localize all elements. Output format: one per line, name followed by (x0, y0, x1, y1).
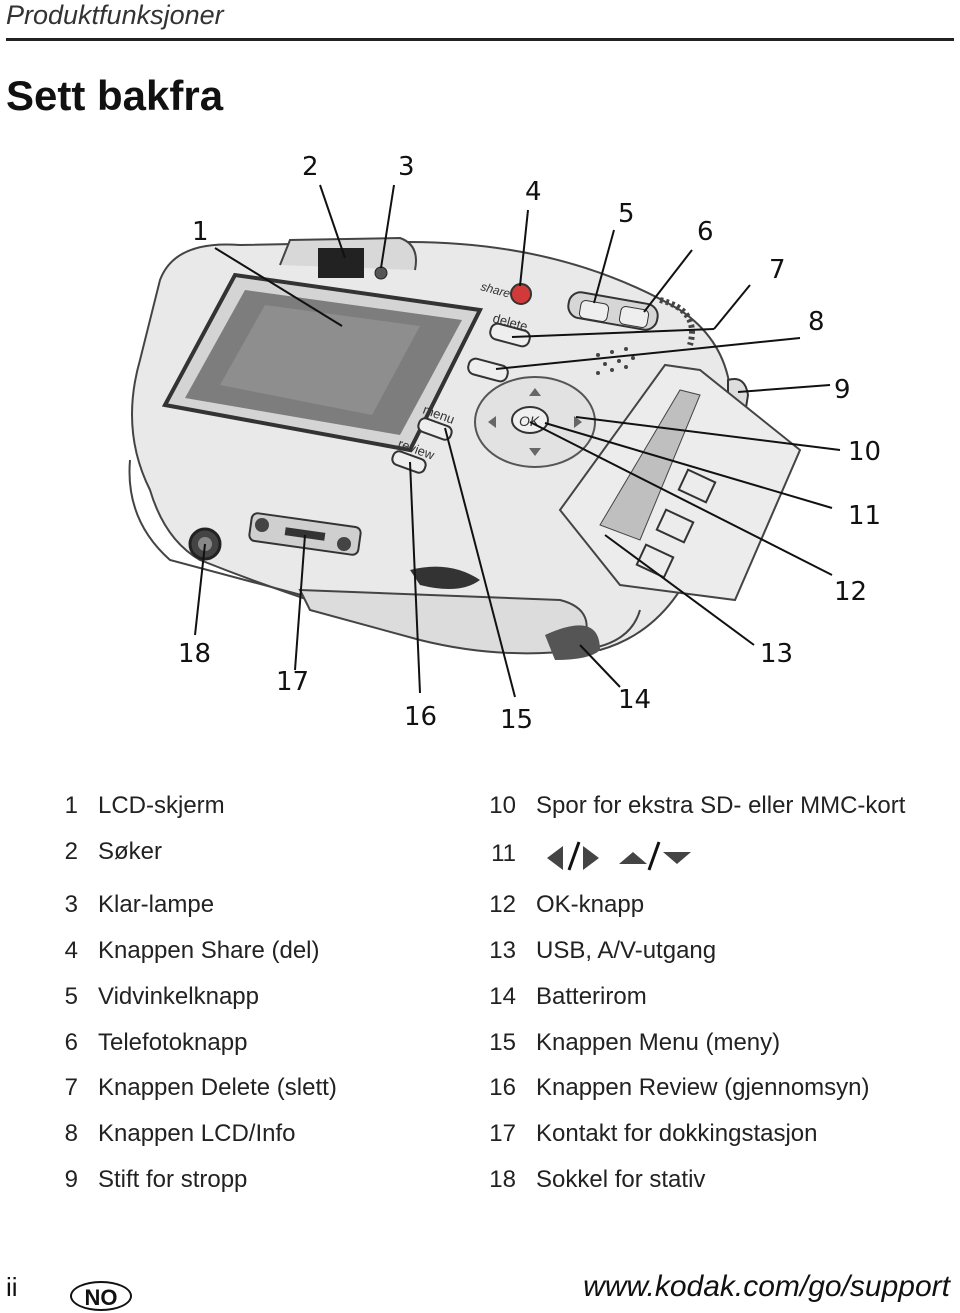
dock-connector (248, 512, 362, 556)
legend-item: 16 Knappen Review (gjennomsyn) (488, 1074, 870, 1102)
legend-number: 3 (64, 891, 78, 918)
legend-number: 1 (64, 792, 78, 819)
viewfinder-window (318, 248, 364, 278)
legend-number: 14 (489, 983, 516, 1010)
legend-label: Sokkel for stativ (536, 1166, 706, 1193)
legend-item: 12 OK-knapp (488, 891, 644, 919)
share-button[interactable] (510, 283, 532, 305)
language-badge: NO (70, 1281, 132, 1311)
legend-item: 18 Sokkel for stativ (488, 1166, 705, 1194)
callout-13: 13 (760, 639, 793, 669)
legend-number: 15 (489, 1029, 516, 1056)
delete-button[interactable] (489, 322, 532, 348)
legend-number: 5 (64, 983, 78, 1010)
legend-label: Knappen Review (gjennomsyn) (536, 1074, 870, 1101)
legend-label: USB, A/V-utgang (536, 937, 717, 964)
camera-back-diagram: share delete OK menu review (128, 152, 881, 735)
legend-label: Batterirom (536, 983, 647, 1010)
legend-number: 6 (64, 1029, 78, 1056)
legend-item: 2 Søker (56, 838, 162, 866)
legend-label: Knappen LCD/Info (98, 1120, 296, 1147)
callout-18: 18 (178, 639, 211, 669)
page-title: Sett bakfra (6, 72, 224, 119)
callout-10: 10 (848, 437, 881, 467)
legend-item: 10 Spor for ekstra SD- eller MMC-kort (488, 792, 905, 820)
callout-9: 9 (834, 375, 851, 405)
legend-label: OK-knapp (536, 891, 645, 918)
callout-4: 4 (525, 177, 542, 207)
callout-1: 1 (192, 217, 209, 247)
legend-item: 11 (488, 838, 693, 872)
legend-label: Knappen Delete (slett) (98, 1074, 337, 1101)
callout-12: 12 (834, 577, 867, 607)
callout-leaders (194, 184, 841, 698)
legend-item: 17 Kontakt for dokkingstasjon (488, 1120, 818, 1148)
legend-item: 6 Telefotoknapp (56, 1029, 248, 1057)
legend-label: Telefotoknapp (98, 1029, 248, 1056)
legend-item: 1 LCD-skjerm (56, 792, 225, 820)
legend-label: LCD-skjerm (98, 792, 225, 819)
legend-item: 5 Vidvinkelknapp (56, 983, 259, 1011)
legend-label: Søker (98, 838, 163, 865)
legend-item: 9 Stift for stropp (56, 1166, 248, 1194)
legend-number: 18 (489, 1166, 516, 1193)
legend-label: Stift for stropp (98, 1166, 248, 1193)
navigation-arrows-icon (546, 841, 691, 871)
menu-button[interactable] (417, 417, 454, 442)
legend-number: 8 (64, 1120, 78, 1147)
callout-5: 5 (618, 199, 635, 229)
wide-button[interactable] (578, 299, 610, 323)
legend-item: 3 Klar-lampe (56, 891, 214, 919)
door-contacts (635, 468, 717, 579)
grip-logo-area (410, 566, 480, 589)
callout-6: 6 (697, 217, 714, 247)
legend-number: 13 (489, 937, 516, 964)
legend-label: Klar-lampe (98, 891, 215, 918)
callout-8: 8 (808, 307, 825, 337)
legend-number: 2 (64, 838, 78, 865)
ok-label: OK (519, 413, 540, 429)
callout-numbers: 1 2 3 4 5 6 7 8 9 10 11 12 13 14 15 16 1… (178, 152, 881, 735)
callout-14: 14 (618, 685, 651, 715)
section-header: Produktfunksjoner (6, 0, 224, 30)
legend-label: Knappen Menu (meny) (536, 1029, 781, 1056)
legend-item: 8 Knappen LCD/Info (56, 1120, 296, 1148)
page-number: ii (6, 1272, 18, 1302)
legend-item: 13 USB, A/V-utgang (488, 937, 716, 965)
lcd-info-button[interactable] (467, 357, 510, 383)
callout-11: 11 (848, 501, 881, 531)
speaker-holes (596, 347, 635, 375)
tele-button[interactable] (618, 305, 650, 329)
callout-3: 3 (398, 152, 415, 182)
legend-number: 4 (64, 937, 78, 964)
legend-number: 12 (489, 891, 516, 918)
callout-7: 7 (769, 255, 786, 285)
review-button[interactable] (391, 450, 428, 475)
lcd-screen (161, 272, 484, 453)
legend-number: 9 (64, 1166, 78, 1193)
legend-label: Vidvinkelknapp (98, 983, 260, 1010)
legend-number: 16 (489, 1074, 516, 1101)
header-rule (6, 38, 954, 41)
card-door[interactable] (558, 363, 802, 602)
legend-label: Kontakt for dokkingstasjon (536, 1120, 818, 1147)
callout-15: 15 (500, 705, 533, 735)
legend-number: 10 (489, 792, 516, 819)
mode-dial[interactable] (659, 297, 695, 346)
support-url[interactable]: www.kodak.com/go/support (583, 1270, 950, 1303)
ready-lamp (374, 266, 388, 280)
legend-item: 4 Knappen Share (del) (56, 937, 320, 965)
legend-label: Knappen Share (del) (98, 937, 320, 964)
legend-label: Spor for ekstra SD- eller MMC-kort (536, 792, 906, 819)
legend-number: 11 (491, 840, 516, 868)
legend-item: 14 Batterirom (488, 983, 647, 1011)
legend-item: 7 Knappen Delete (slett) (56, 1074, 337, 1102)
callout-2: 2 (302, 152, 319, 182)
legend-number: 17 (489, 1120, 516, 1147)
callout-16: 16 (404, 702, 437, 732)
legend-number: 7 (64, 1074, 78, 1101)
callout-17: 17 (276, 667, 309, 697)
legend-item: 15 Knappen Menu (meny) (488, 1029, 780, 1057)
